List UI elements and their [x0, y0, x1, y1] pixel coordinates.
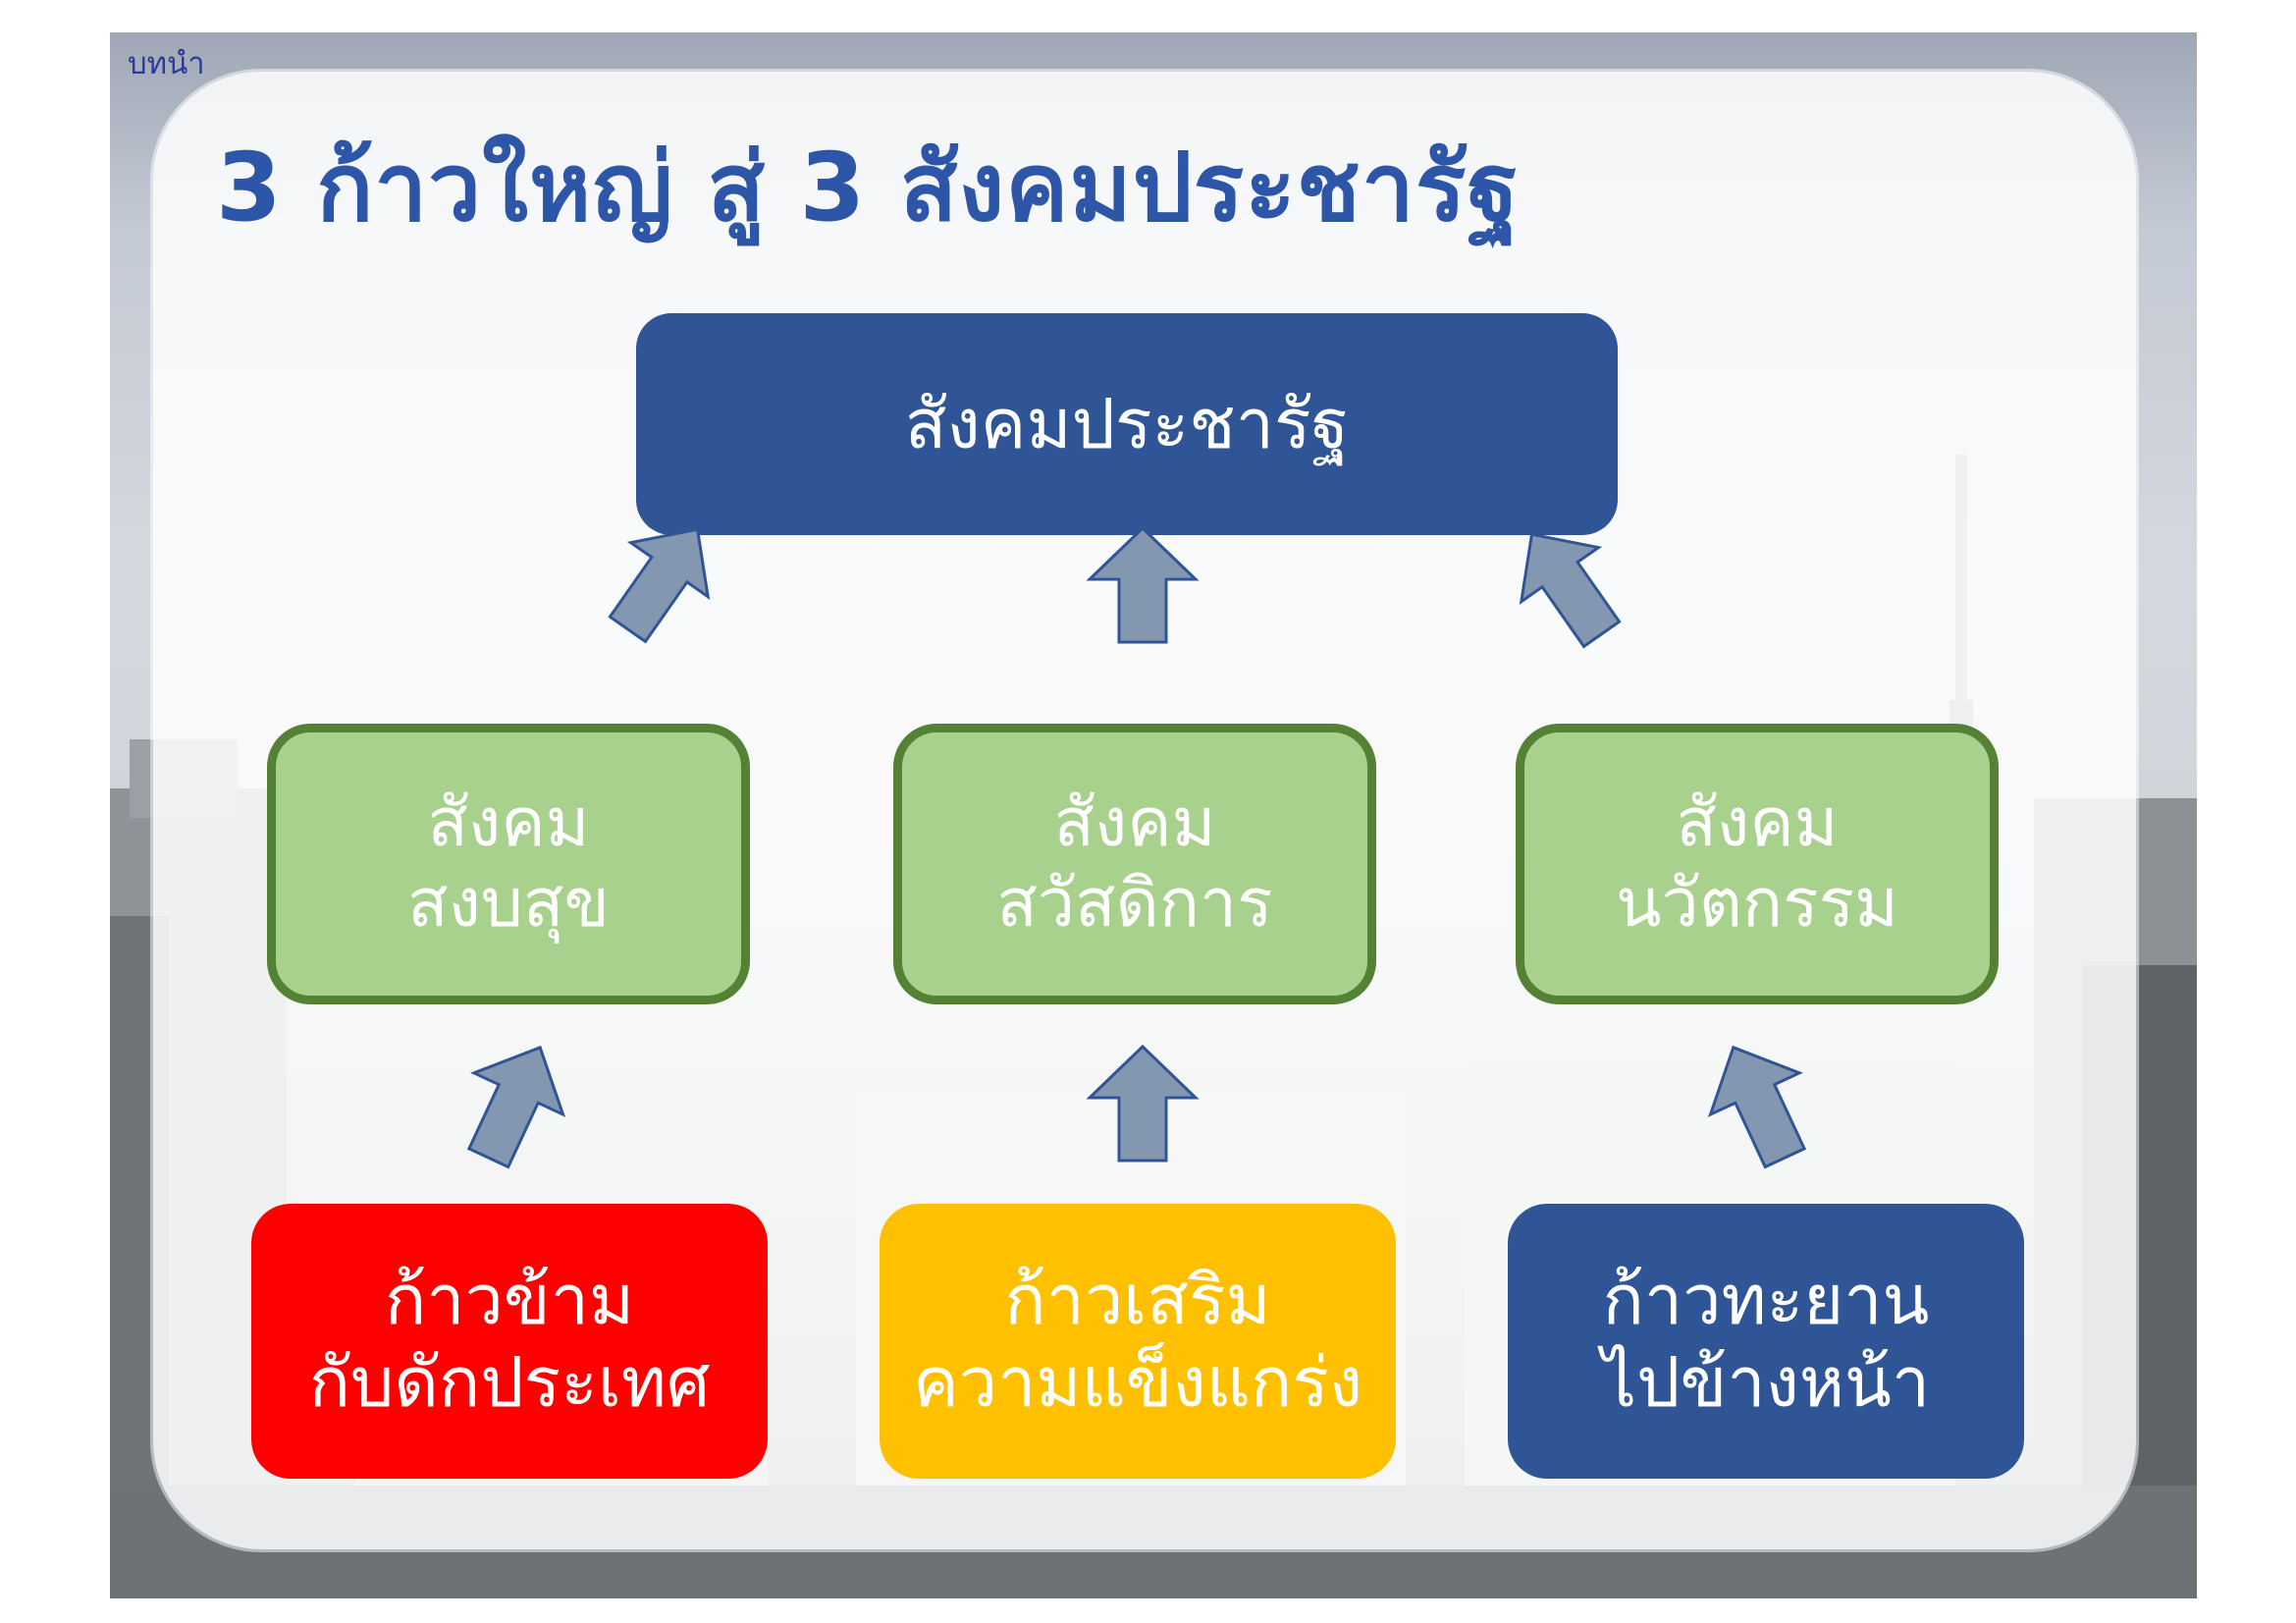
section-label: บทนำ — [128, 46, 205, 81]
society-label-line1: สังคม — [1053, 784, 1216, 863]
step-box-strengthen: ก้าวเสริม ความแข็งแกร่ง — [880, 1204, 1396, 1479]
goal-box-pracharat-society: สังคมประชารัฐ — [636, 313, 1618, 535]
society-box-peaceful: สังคม สงบสุข — [267, 724, 750, 1004]
diagonal-arrow-icon — [1707, 1045, 1807, 1169]
up-arrow-icon — [1086, 525, 1200, 644]
society-box-welfare: สังคม สวัสดิการ — [893, 724, 1376, 1004]
page-title: 3 ก้าวใหญ่ สู่ 3 สังคมประชารัฐ — [216, 133, 1521, 243]
diagonal-arrow-icon — [608, 527, 711, 644]
step-box-leap: ก้าวข้าม กับดักประเทศ — [251, 1204, 768, 1479]
step-label-line2: กับดักประเทศ — [308, 1342, 711, 1423]
step-box-forward: ก้าวทะยาน ไปข้างหน้า — [1508, 1204, 2024, 1479]
society-label-line2: สวัสดิการ — [996, 865, 1273, 943]
society-label-line2: สงบสุข — [407, 865, 610, 943]
step-label-line2: ความแข็งแกร่ง — [912, 1342, 1362, 1423]
society-label-line2: นวัตกรรม — [1616, 865, 1898, 943]
diagonal-arrow-icon — [466, 1045, 566, 1169]
step-label-line2: ไปข้างหน้า — [1601, 1342, 1931, 1423]
society-label-line1: สังคม — [1676, 784, 1839, 863]
arrows-layer — [466, 525, 1807, 1169]
step-label-line1: ก้าวเสริม — [1004, 1260, 1271, 1340]
step-label-line1: ก้าวทะยาน — [1602, 1260, 1930, 1340]
diagonal-arrow-icon — [1519, 532, 1622, 649]
society-box-innovation: สังคม นวัตกรรม — [1516, 724, 1999, 1004]
goal-label: สังคมประชารัฐ — [904, 384, 1350, 464]
step-label-line1: ก้าวข้าม — [384, 1260, 635, 1340]
slide: บทนำ 3 ก้าวใหญ่ สู่ 3 สังคมประชารัฐ สังค… — [110, 32, 2197, 1598]
society-label-line1: สังคม — [427, 784, 590, 863]
up-arrow-icon — [1086, 1044, 1200, 1163]
